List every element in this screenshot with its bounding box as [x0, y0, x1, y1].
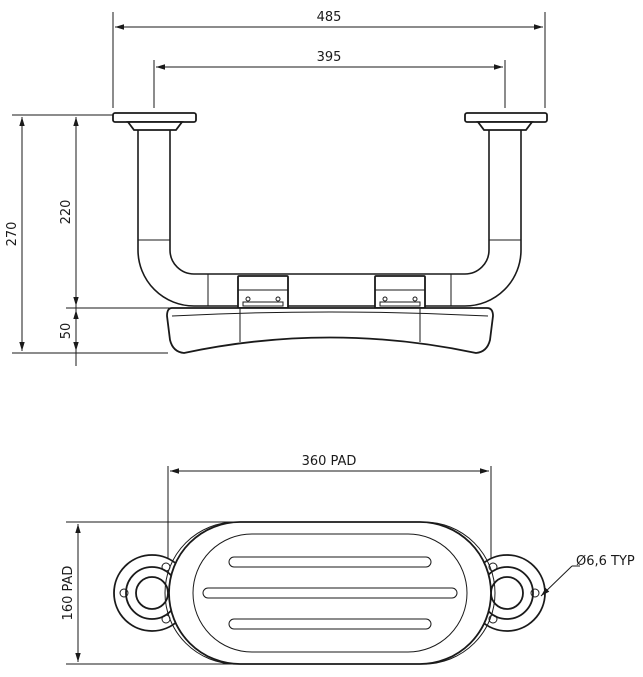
dimension-pad-thickness: 50: [59, 294, 79, 366]
grip-slot: [228, 556, 432, 568]
foot-pad-side: [166, 307, 494, 354]
grip-slot: [202, 587, 458, 599]
hole-diameter-label: Ø6,6 TYP: [576, 554, 635, 569]
right-wall-flange: [464, 112, 548, 131]
overall-height-label: 270: [5, 222, 20, 247]
left-clamp: [237, 275, 289, 309]
pad-length-label: 360 PAD: [302, 454, 357, 469]
dimension-rail-height: 220: [59, 117, 172, 309]
foot-pad-top: [164, 521, 496, 665]
dimension-overall-width: 485: [112, 10, 546, 108]
dimension-pad-length: 360 PAD: [167, 454, 492, 560]
overall-width-label: 485: [317, 10, 342, 25]
dimension-overall-height: 270: [5, 114, 168, 354]
front-view: 485 395 270 220 50: [5, 10, 548, 366]
top-view: 360 PAD 160 PAD: [61, 454, 635, 665]
grip-slot: [228, 618, 432, 630]
mount-span-label: 395: [317, 50, 342, 65]
pad-width-label: 160 PAD: [61, 566, 76, 621]
rail-height-label: 220: [59, 200, 74, 225]
dimension-mount-span: 395: [153, 50, 506, 108]
hole-diameter-callout: Ø6,6 TYP: [540, 554, 635, 597]
dimension-pad-width: 160 PAD: [61, 521, 240, 665]
tubular-rail: [137, 130, 522, 307]
pad-thickness-label: 50: [59, 323, 74, 340]
right-clamp: [374, 275, 426, 309]
left-wall-flange: [112, 112, 197, 131]
